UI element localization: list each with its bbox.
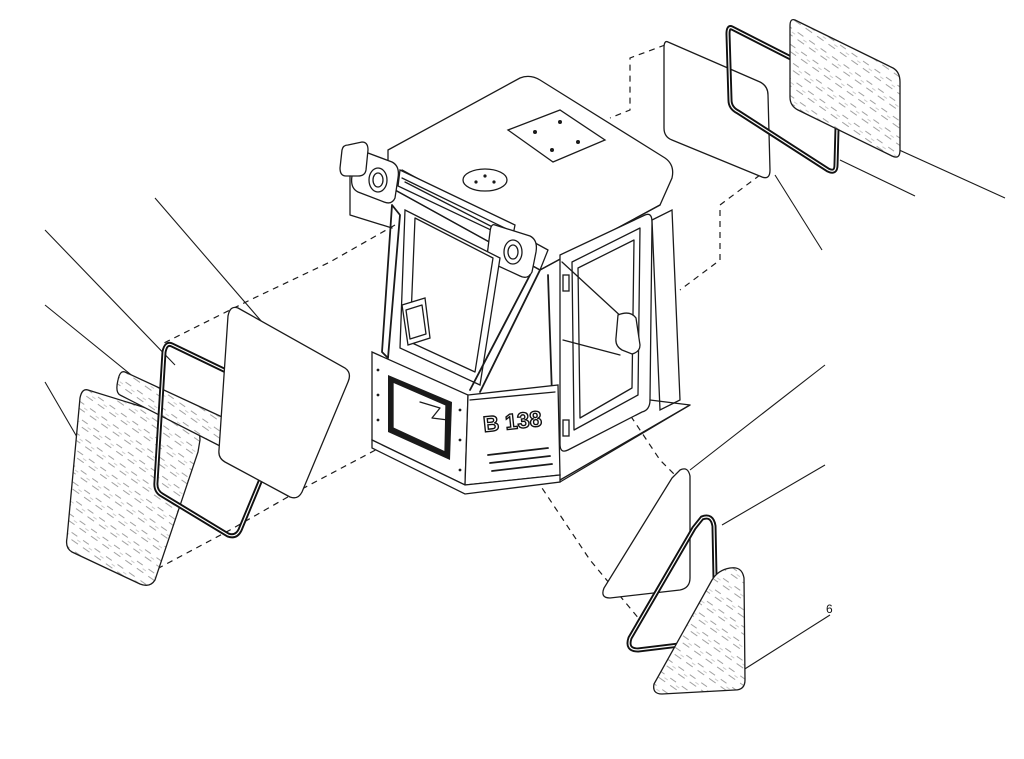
door-clear-glass bbox=[602, 468, 691, 599]
door-glass-panel-outer bbox=[653, 567, 746, 695]
model-plate-text: B 138 bbox=[482, 406, 543, 437]
rear-clear-glass bbox=[663, 40, 771, 179]
left-clear-glass bbox=[218, 306, 351, 499]
rear-glass-panel-outer bbox=[789, 18, 901, 158]
callout-label-6: 6 bbox=[826, 602, 833, 616]
leader-lines bbox=[44, 129, 1006, 673]
cab-model-plate: B 138 bbox=[481, 405, 543, 437]
operator-cab bbox=[339, 75, 691, 495]
